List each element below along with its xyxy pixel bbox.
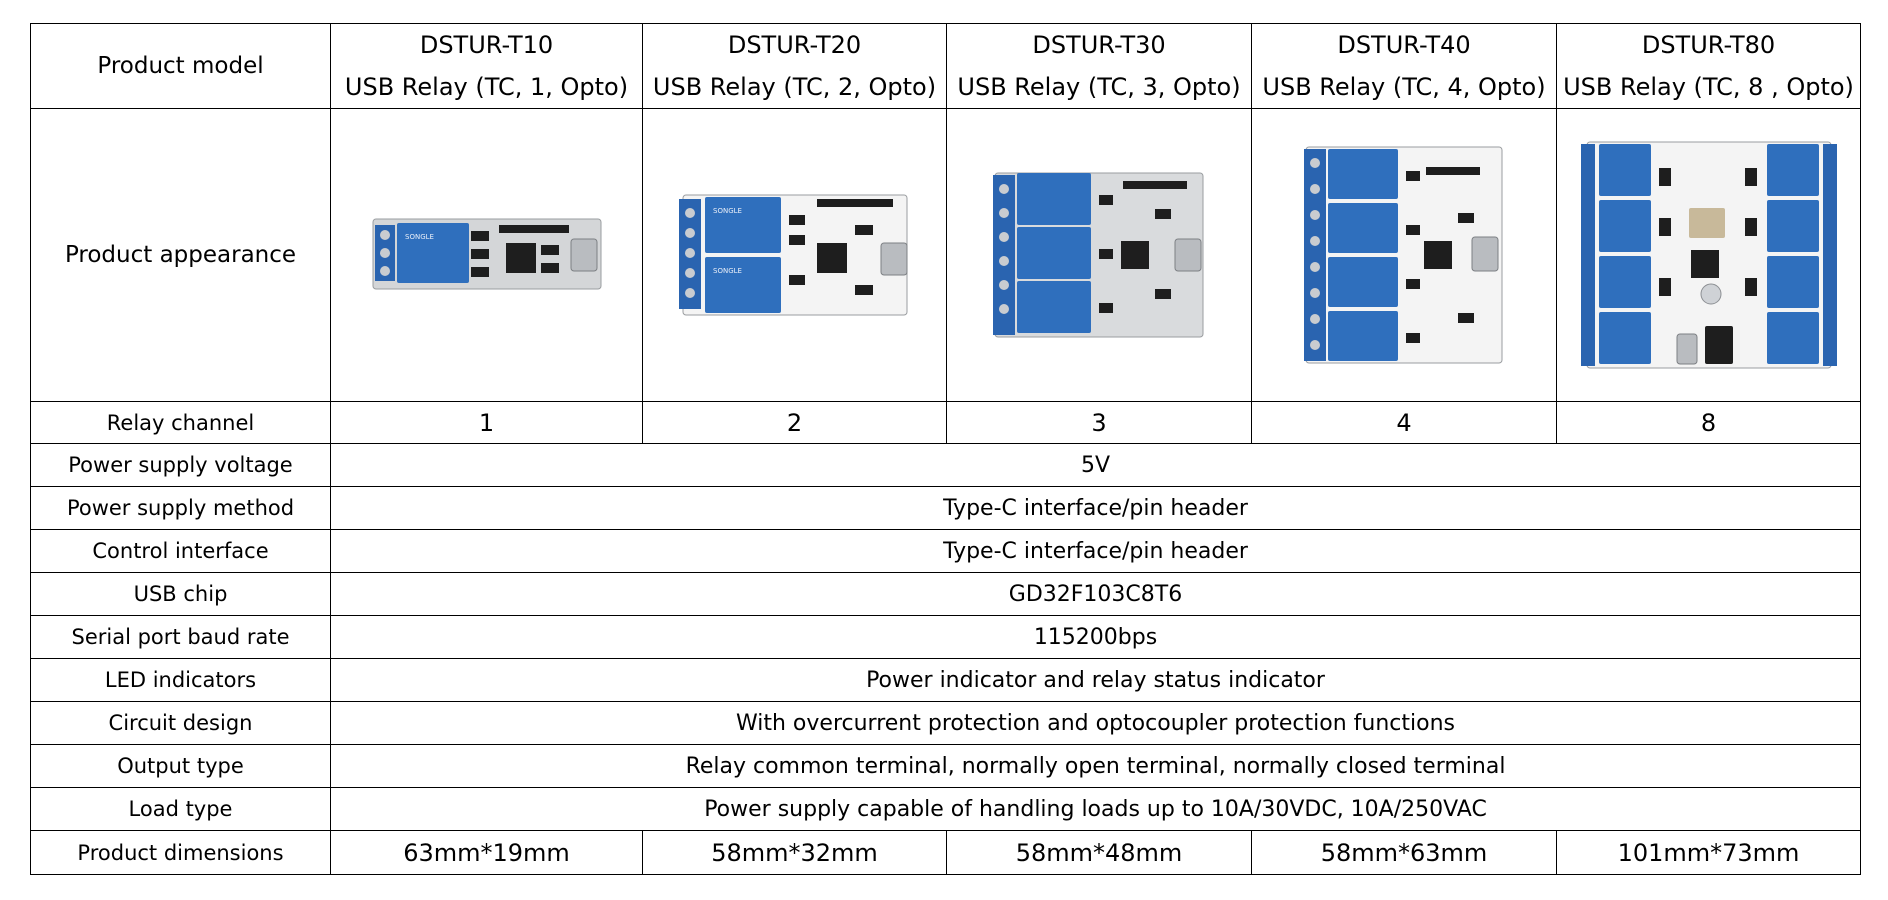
value-power-supply-voltage: 5V — [330, 443, 1861, 487]
row-usb-chip: USB chip GD32F103C8T6 — [30, 572, 1861, 616]
row-load-type: Load type Power supply capable of handli… — [30, 787, 1861, 831]
channel-cell-5: 8 — [1556, 401, 1861, 444]
svg-text:SONGLE: SONGLE — [713, 207, 742, 215]
model-desc: USB Relay (TC, 8 , Opto) — [1563, 73, 1854, 101]
svg-text:SONGLE: SONGLE — [713, 267, 742, 275]
relay-board-8ch-image — [1580, 141, 1837, 369]
appearance-cell-4 — [1251, 108, 1557, 402]
appearance-cell-3 — [946, 108, 1252, 402]
model-desc: USB Relay (TC, 2, Opto) — [652, 73, 937, 101]
dimensions-cell-3: 58mm*48mm — [946, 830, 1252, 875]
model-name: DSTUR-T10 — [419, 31, 554, 59]
label-led-indicators: LED indicators — [30, 658, 331, 702]
model-name: DSTUR-T20 — [727, 31, 862, 59]
row-product-dimensions: Product dimensions 63mm*19mm 58mm*32mm 5… — [30, 830, 1861, 875]
value-led-indicators: Power indicator and relay status indicat… — [330, 658, 1861, 702]
row-circuit-design: Circuit design With overcurrent protecti… — [30, 701, 1861, 745]
model-name: DSTUR-T80 — [1641, 31, 1776, 59]
row-serial-port-baud-rate: Serial port baud rate 115200bps — [30, 615, 1861, 659]
label-control-interface: Control interface — [30, 529, 331, 573]
label-serial-port-baud-rate: Serial port baud rate — [30, 615, 331, 659]
model-desc: USB Relay (TC, 3, Opto) — [957, 73, 1241, 101]
label-power-supply-method: Power supply method — [30, 486, 331, 530]
label-product-appearance: Product appearance — [30, 108, 331, 402]
label-product-model: Product model — [30, 23, 331, 109]
row-product-appearance: Product appearance SONGLE — [30, 108, 1861, 402]
label-usb-chip: USB chip — [30, 572, 331, 616]
row-output-type: Output type Relay common terminal, norma… — [30, 744, 1861, 788]
appearance-cell-1: SONGLE — [330, 108, 643, 402]
label-power-supply-voltage: Power supply voltage — [30, 443, 331, 487]
channel-cell-1: 1 — [330, 401, 643, 444]
label-load-type: Load type — [30, 787, 331, 831]
channel-cell-2: 2 — [642, 401, 947, 444]
value-usb-chip: GD32F103C8T6 — [330, 572, 1861, 616]
dimensions-cell-1: 63mm*19mm — [330, 830, 643, 875]
svg-text:SONGLE: SONGLE — [405, 233, 434, 241]
row-power-supply-method: Power supply method Type-C interface/pin… — [30, 486, 1861, 530]
model-name: DSTUR-T30 — [1032, 31, 1166, 59]
value-control-interface: Type-C interface/pin header — [330, 529, 1861, 573]
row-control-interface: Control interface Type-C interface/pin h… — [30, 529, 1861, 573]
relay-board-2ch-image: SONGLE SONGLE — [678, 194, 907, 316]
dimensions-cell-5: 101mm*73mm — [1556, 830, 1861, 875]
dimensions-cell-4: 58mm*63mm — [1251, 830, 1557, 875]
model-desc: USB Relay (TC, 4, Opto) — [1262, 73, 1546, 101]
appearance-cell-2: SONGLE SONGLE — [642, 108, 947, 402]
value-output-type: Relay common terminal, normally open ter… — [330, 744, 1861, 788]
row-relay-channel: Relay channel 1 2 3 4 8 — [30, 401, 1861, 444]
label-output-type: Output type — [30, 744, 331, 788]
dimensions-cell-2: 58mm*32mm — [642, 830, 947, 875]
value-load-type: Power supply capable of handling loads u… — [330, 787, 1861, 831]
value-circuit-design: With overcurrent protection and optocoup… — [330, 701, 1861, 745]
value-serial-port-baud-rate: 115200bps — [330, 615, 1861, 659]
label-product-dimensions: Product dimensions — [30, 830, 331, 875]
model-desc: USB Relay (TC, 1, Opto) — [344, 73, 629, 101]
row-power-supply-voltage: Power supply voltage 5V — [30, 443, 1861, 487]
relay-board-1ch-image: SONGLE — [372, 218, 601, 290]
model-name: DSTUR-T40 — [1337, 31, 1471, 59]
channel-cell-4: 4 — [1251, 401, 1557, 444]
row-led-indicators: LED indicators Power indicator and relay… — [30, 658, 1861, 702]
relay-board-4ch-image — [1304, 146, 1503, 364]
channel-cell-3: 3 — [946, 401, 1252, 444]
label-circuit-design: Circuit design — [30, 701, 331, 745]
value-power-supply-method: Type-C interface/pin header — [330, 486, 1861, 530]
relay-board-3ch-image — [993, 172, 1204, 338]
appearance-cell-5 — [1556, 108, 1861, 402]
label-relay-channel: Relay channel — [30, 401, 331, 444]
